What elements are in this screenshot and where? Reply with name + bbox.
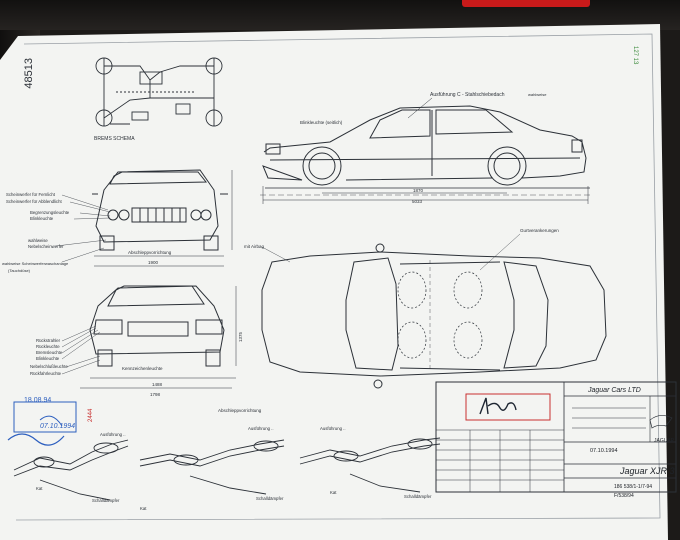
rear-labels: Rückstrahler Rückleuchte Bremsleuchte Bl…: [30, 338, 68, 376]
front-label: Nebelscheinwerfer: [28, 244, 64, 249]
brake-diagram: [95, 57, 223, 127]
jaguar-leaper-icon: [649, 415, 673, 429]
seatbelt-label: Gurtverankerungen: [520, 228, 559, 233]
silencer-label: Schalldämpfer: [256, 496, 284, 501]
exhaust-label: Ausführung ..: [100, 432, 126, 437]
sheet-frame: [15, 33, 661, 521]
rear-label: Bremsleuchte: [36, 350, 63, 355]
airbag-label: mit Airbag: [244, 244, 265, 249]
red-signature: [465, 393, 551, 421]
front-label: (Tauchdüse): [8, 268, 31, 273]
title-company: Jaguar Cars LTD: [587, 387, 641, 394]
silencer-label: Schalldämpfer: [404, 494, 432, 499]
front-dim-width: 1900: [148, 260, 159, 265]
rear-leader-lines: [61, 325, 101, 375]
front-label: Begrenzungsleuchte: [30, 210, 70, 215]
stamp-date-signature: 07.10.1994: [40, 423, 75, 430]
sunroof-label: Ausführung C - Stahlschiebedach: [430, 92, 505, 98]
title-model: Jaguar XJR 3: [619, 466, 675, 476]
exhaust-label: Ausführung ..: [320, 426, 346, 431]
title-ref-no: F/538/94: [614, 493, 634, 499]
title-date: 07.10.1994: [590, 448, 618, 454]
axle-label: Kat: [140, 506, 147, 511]
rear-dim-inner: 1488: [152, 382, 163, 387]
approval-stamp: 18.08.94 07.10.1994 2444: [7, 397, 94, 446]
stamp-date-top: 18.08.94: [24, 397, 51, 404]
dim-wheelbase: 1870: [413, 188, 424, 193]
corner-code: 127 13: [632, 46, 638, 65]
rear-label: Nebelschlußleuchte: [30, 364, 68, 369]
rear-dim-outer: 1798: [150, 392, 161, 397]
sunroof-note: wahlweise: [528, 92, 547, 97]
side-indicator-label: Blinkleuchte (seitlich): [300, 120, 343, 125]
front-label: wahlweise Scheinwerferwaschanlage: [2, 261, 69, 266]
side-view: [260, 105, 592, 204]
front-label: wahlweise: [28, 238, 48, 243]
stamp-number: 2444: [88, 408, 94, 422]
front-view: [92, 169, 233, 267]
rear-label: Rückstrahler: [36, 338, 61, 343]
front-label: Blinkleuchte: [30, 216, 54, 221]
axle-label: Kat: [36, 486, 43, 491]
brake-caption: BREMS SCHEMA: [94, 136, 135, 142]
red-object: [462, 0, 590, 7]
rear-label: Rückfahrleuchte: [30, 371, 62, 376]
front-labels: Scheinwerfer für Fernlicht Scheinwerfer …: [2, 192, 70, 273]
exhaust-label: Ausführung ..: [248, 426, 274, 431]
axle-label: Kat: [330, 490, 337, 495]
title-block: Jaguar Cars LTD 07.10.1994 JAGUAR Jaguar…: [435, 381, 677, 499]
top-view: [261, 243, 607, 389]
title-doc-no: 186 538/1-1/7-94: [614, 484, 652, 490]
exhaust-diagrams: [13, 437, 441, 501]
front-label: Scheinwerfer für Fernlicht: [6, 192, 56, 197]
serial-number: 48513: [23, 58, 35, 89]
front-label: Scheinwerfer für Abblendlicht: [6, 199, 62, 204]
rear-label: Blinkleuchte: [36, 356, 60, 361]
dim-length: 5033: [412, 199, 423, 204]
rear-label: Rückleuchte: [36, 344, 60, 349]
rear-tow-label: Abschleppvorrichtung: [218, 408, 262, 413]
rear-view: [80, 285, 237, 389]
rear-plate-label: Kennzeichenleuchte: [122, 366, 163, 371]
front-leader-lines: [55, 194, 111, 263]
title-brand: JAGUAR: [654, 438, 675, 444]
front-tow-label: Abschleppvorrichtung: [128, 250, 172, 255]
rear-dim-height: 1375: [238, 331, 243, 342]
paper: [0, 24, 668, 540]
silencer-label: Schalldämpfer: [92, 498, 120, 503]
